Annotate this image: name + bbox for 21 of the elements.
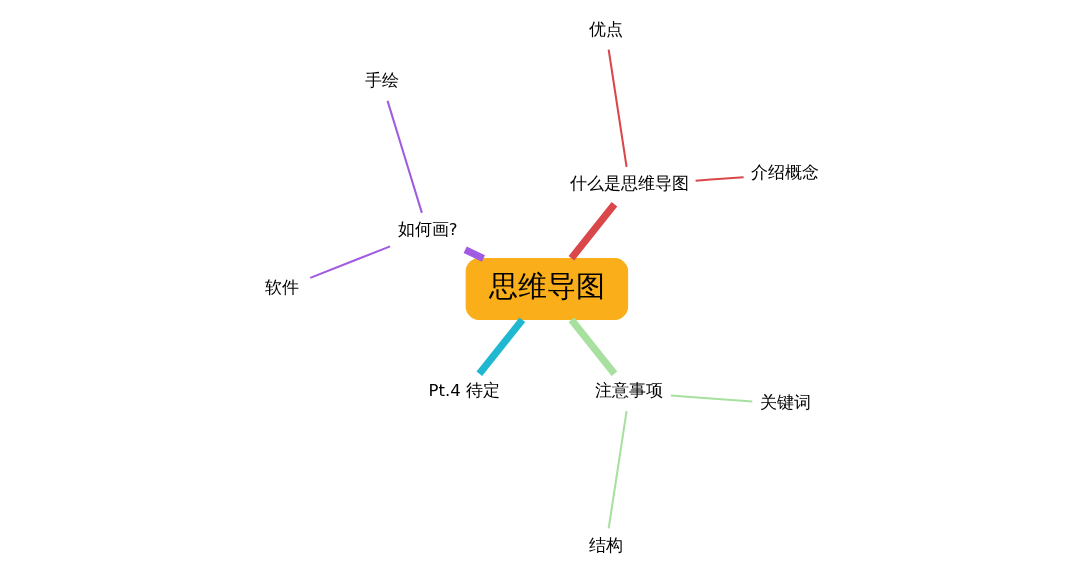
node-text: 注意事项: [594, 381, 663, 401]
node-text: 介绍概念: [750, 163, 819, 183]
node-text: Pt.4 待定: [428, 381, 500, 401]
connector: [568, 317, 617, 376]
node-text: 优点: [588, 19, 623, 39]
node-box: 思维导图: [465, 257, 628, 321]
node-text: 手绘: [364, 70, 399, 90]
connector: [386, 100, 423, 214]
connector: [695, 176, 744, 182]
node-text: 关键词: [759, 392, 811, 412]
connector: [670, 394, 752, 403]
node-text: 结构: [588, 536, 623, 556]
node-text: 什么是思维导图: [569, 174, 689, 194]
node-text: 如何画?: [397, 220, 457, 240]
connector: [607, 49, 628, 167]
connector: [607, 411, 628, 529]
connector: [463, 246, 485, 262]
connector: [568, 202, 617, 261]
connector: [476, 317, 525, 376]
connector: [309, 245, 390, 279]
node-text: 软件: [264, 277, 299, 297]
